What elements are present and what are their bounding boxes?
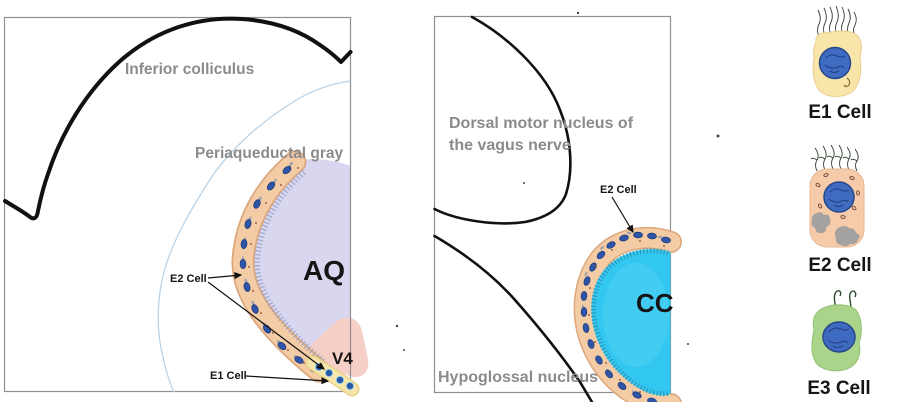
v4-label: V4: [332, 349, 353, 368]
dorsal-motor-label-line2: the vagus nerve: [449, 137, 571, 154]
e2-cell-callout-left: E2 Cell: [170, 273, 207, 285]
hypoglossal-label: Hypoglossal nucleus: [438, 369, 598, 386]
middle-callout-lines: [611, 196, 634, 234]
nucleus-chromatin: [827, 327, 850, 349]
cell-legend: E1 Cell: [807, 5, 872, 399]
central-canal-region: [591, 249, 671, 396]
e1-cell-legend-label: E1 Cell: [808, 102, 871, 123]
specks: [395, 11, 720, 351]
central-canal-highlight: [603, 263, 669, 367]
periaqueductal-gray-label: Periaqueductal gray: [195, 145, 344, 162]
e2-cell-icon: [809, 144, 865, 248]
e2-nuclei-row-cc: [580, 231, 671, 402]
cc-label: CC: [636, 288, 674, 318]
gray-inclusions: [811, 212, 860, 247]
inferior-colliculus-label: Inferior colliculus: [125, 61, 254, 78]
nucleus-chromatin: [828, 188, 850, 208]
hypoglossal-nucleus-outline: [433, 234, 594, 402]
nucleus: [818, 46, 852, 80]
dorsal-motor-nucleus-outline: [433, 15, 572, 225]
aq-label: AQ: [303, 255, 345, 286]
aqueduct-region: [246, 159, 351, 351]
left-panel-border: [3, 16, 352, 393]
e3-cell-icon: [811, 290, 862, 372]
middle-panel: Dorsal motor nucleus of the vagus nerve …: [433, 15, 682, 402]
cilia: [833, 290, 857, 311]
dorsal-motor-label-line1: Dorsal motor nucleus of: [449, 115, 634, 132]
inferior-colliculus-outline: [3, 16, 353, 221]
organelles: [815, 172, 860, 219]
membrane-dots: [248, 167, 317, 372]
periaqueductal-gray-boundary: [157, 80, 351, 393]
cilia: [810, 144, 859, 172]
e2-cell-legend-label: E2 Cell: [808, 255, 871, 276]
left-callout-lines: [207, 272, 330, 385]
membrane-dots-cc: [588, 240, 665, 393]
cilia: [817, 5, 857, 38]
e1-cell-callout-left: E1 Cell: [210, 370, 247, 382]
left-panel: Inferior colliculus Periaqueductal gray …: [3, 16, 369, 397]
e3-cell-legend-label: E3 Cell: [807, 378, 870, 399]
basal-body: [843, 77, 851, 88]
nucleus: [823, 181, 855, 213]
e1-cell-icon: [812, 5, 862, 97]
e2-cell-callout-middle: E2 Cell: [600, 184, 637, 196]
nucleus-chromatin: [824, 54, 846, 74]
e2-ependymal-band-cc: [573, 226, 682, 402]
